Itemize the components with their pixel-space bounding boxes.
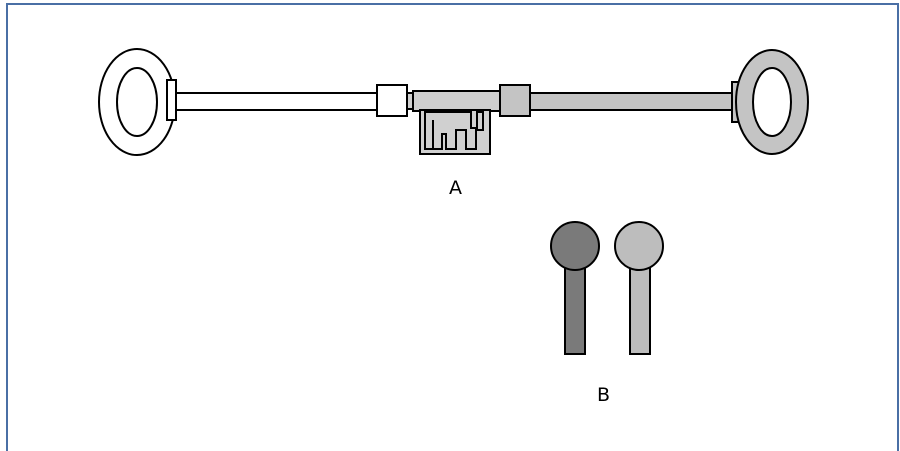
left-key-bow	[98, 48, 177, 156]
right-key-bow	[731, 49, 809, 155]
pin-light	[614, 221, 664, 355]
pin-dark	[550, 221, 600, 355]
label-a: A	[449, 177, 462, 199]
left-key-shank	[175, 92, 379, 111]
diagram-frame	[6, 3, 899, 451]
key-bit-assembly	[406, 90, 502, 155]
right-key-shank	[529, 92, 734, 111]
label-b: B	[597, 384, 611, 406]
left-key-collar	[376, 84, 408, 117]
right-key-collar	[499, 84, 531, 117]
